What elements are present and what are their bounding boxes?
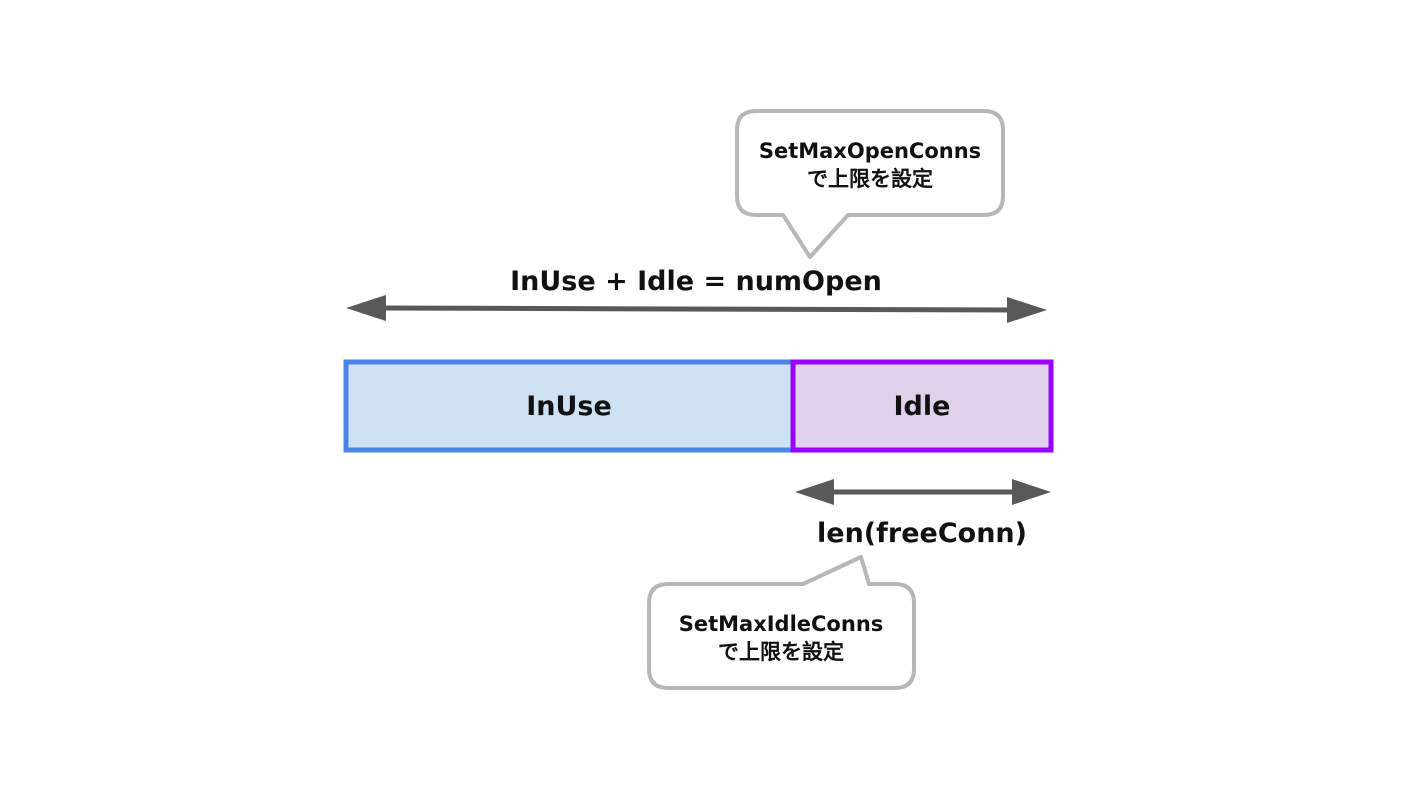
inuse-segment-label: InUse: [526, 391, 612, 422]
total-equation-label: InUse + Idle = numOpen: [510, 266, 882, 297]
free-conn-label: len(freeConn): [817, 518, 1027, 549]
max-open-conns-callout-line1: SetMaxOpenConns: [759, 139, 981, 163]
max-idle-conns-callout: SetMaxIdleConns で上限を設定: [647, 555, 916, 690]
max-open-conns-callout: SetMaxOpenConns で上限を設定: [735, 109, 1005, 259]
free-conn-span-arrow: [795, 479, 1051, 505]
total-span-arrow-shaft: [369, 305, 1021, 313]
total-span-arrow-left-head: [346, 295, 386, 321]
free-conn-span-arrow-left-head: [795, 479, 834, 505]
max-idle-conns-callout-line1: SetMaxIdleConns: [679, 612, 884, 636]
max-open-conns-callout-bubble: [735, 109, 1005, 259]
inuse-segment-box: [343, 359, 796, 453]
total-span-arrow: [346, 295, 1047, 323]
max-idle-conns-callout-bubble: [647, 555, 916, 690]
total-span-arrow-right-head: [1007, 297, 1047, 323]
max-idle-conns-callout-line2: で上限を設定: [718, 640, 844, 664]
max-open-conns-callout-line2: で上限を設定: [807, 167, 933, 191]
inuse-segment: InUse: [343, 359, 796, 453]
idle-segment-label: Idle: [894, 391, 951, 422]
idle-segment-box: [790, 359, 1054, 453]
free-conn-span-arrow-right-head: [1012, 479, 1051, 505]
idle-segment: Idle: [790, 359, 1054, 453]
